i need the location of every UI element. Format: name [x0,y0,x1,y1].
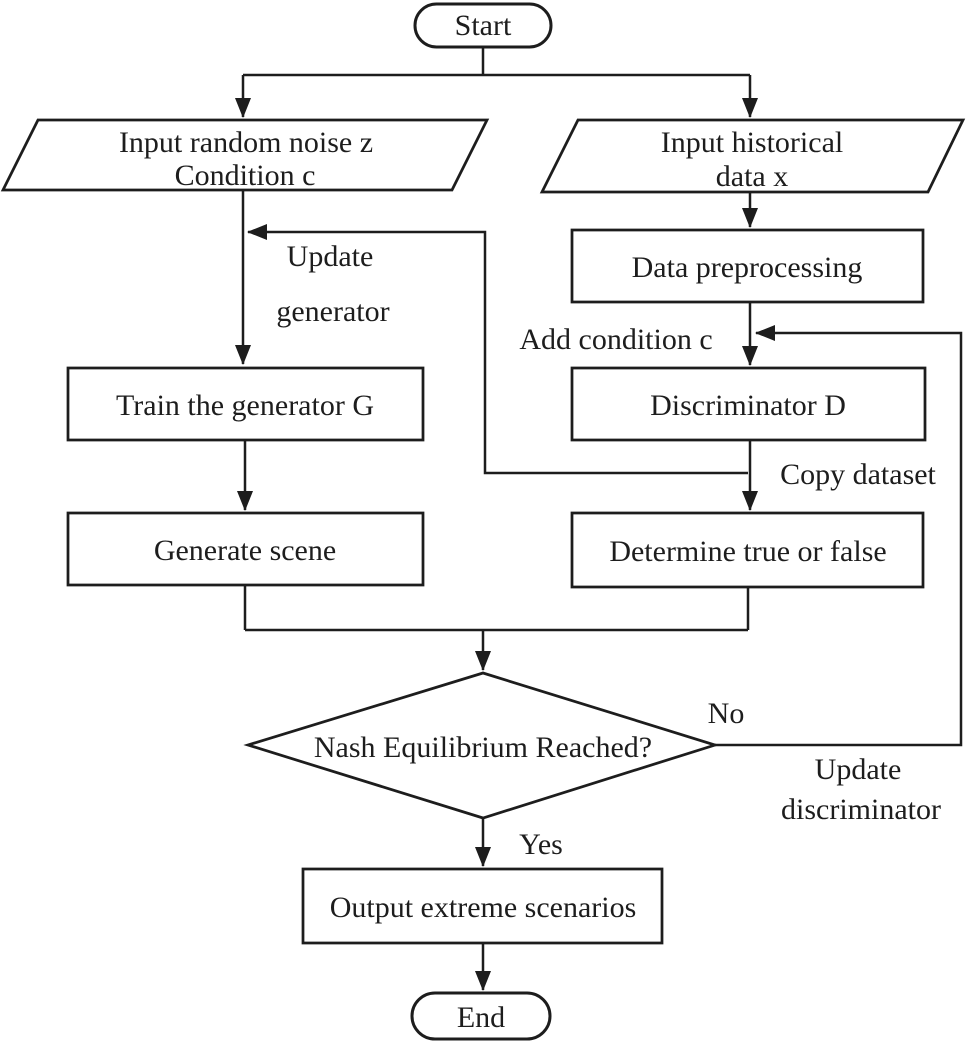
input-historical-node [539,118,966,194]
flow-node-labels: Start Input random noise z Condition c I… [116,9,887,1034]
data-preprocessing-node [570,228,925,304]
input-noise-node [0,118,490,192]
update-discriminator-label-line1: Update [815,753,902,786]
discriminator-node [570,366,927,442]
add-condition-label: Add condition c [519,323,712,356]
input-noise-label-line1: Input random noise z [119,126,373,159]
edge-update-generator-loop [247,224,748,475]
no-label: No [708,697,745,730]
input-noise-label-line2: Condition c [175,159,316,192]
output-scenarios-label: Output extreme scenarios [330,891,637,924]
end-node [410,991,552,1041]
update-discriminator-label-line2: discriminator [781,793,941,826]
edge-no-loop-to-discriminator [715,325,963,747]
generate-scene-node [66,511,425,587]
discriminator-label: Discriminator D [650,389,846,422]
data-preprocessing-label: Data preprocessing [632,251,863,284]
flow-edges [235,47,963,991]
output-scenarios-node [301,867,664,945]
start-node [413,2,553,49]
determine-node [570,511,925,589]
train-generator-node [66,366,425,442]
flow-edge-labels: Update generator Add condition c Copy da… [276,240,941,861]
yes-label: Yes [519,828,563,861]
start-label: Start [455,9,512,42]
determine-label: Determine true or false [609,535,886,568]
generate-scene-label: Generate scene [154,534,336,567]
nash-decision-label: Nash Equilibrium Reached? [314,731,652,764]
update-generator-label-line2: generator [276,295,389,328]
train-generator-label: Train the generator G [116,389,374,422]
input-historical-label-line1: Input historical [661,126,843,159]
input-historical-label-line2: data x [716,160,788,193]
copy-dataset-label: Copy dataset [780,458,936,491]
update-generator-label-line1: Update [287,240,374,273]
nash-decision-node [243,671,720,820]
end-label: End [457,1001,505,1034]
